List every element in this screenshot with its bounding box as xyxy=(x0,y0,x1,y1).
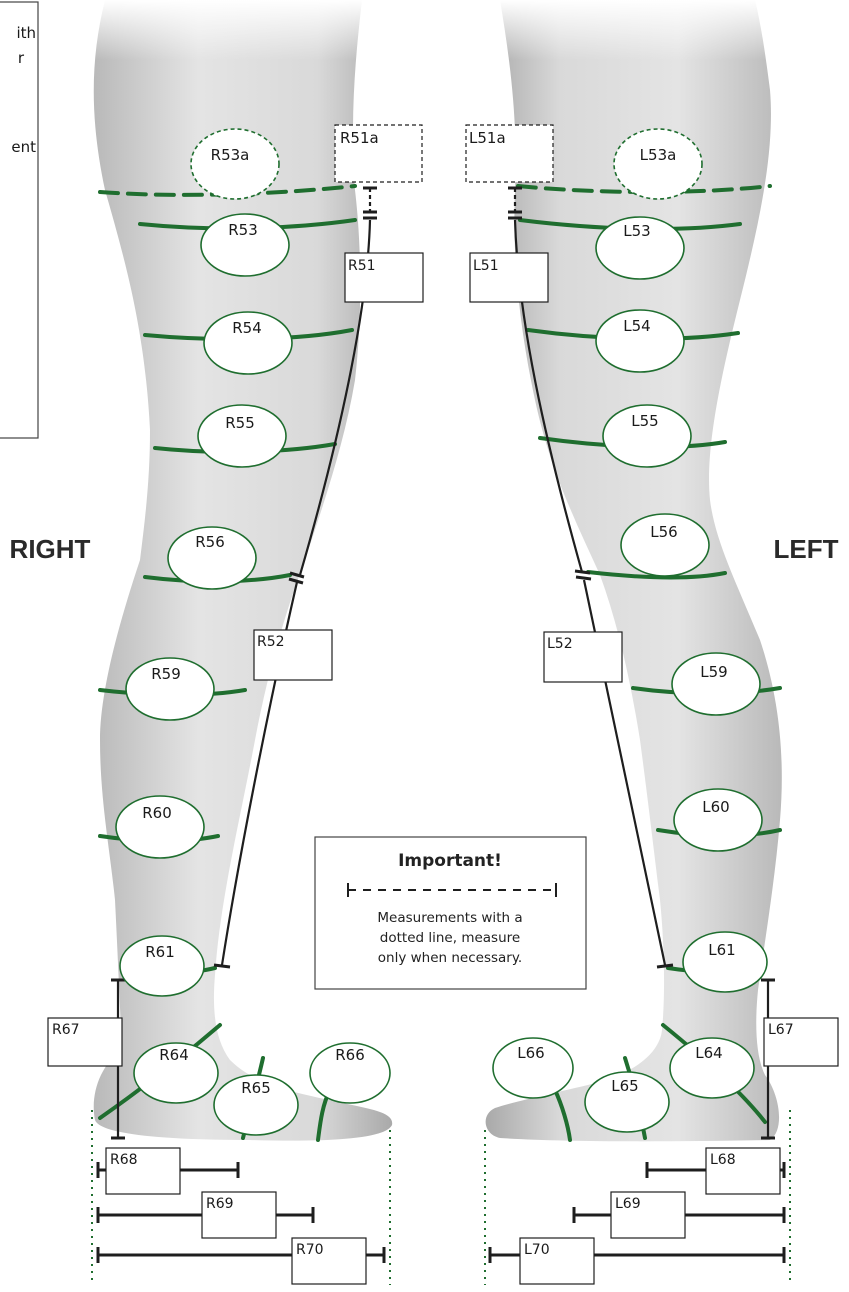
r55-label: R55 xyxy=(225,414,255,432)
r65-label: R65 xyxy=(241,1079,271,1097)
r56-label: R56 xyxy=(195,533,225,551)
important-line-3: only when necessary. xyxy=(378,950,522,966)
left-side-label: LEFT xyxy=(774,534,839,564)
l67-label: L67 xyxy=(768,1022,794,1038)
l53-label: L53 xyxy=(623,222,650,240)
l60-label: L60 xyxy=(702,798,729,816)
l61-label: L61 xyxy=(708,941,735,959)
corner-note-line-2: r xyxy=(18,49,25,67)
l56-label: L56 xyxy=(650,523,677,541)
right-side-label: RIGHT xyxy=(10,534,91,564)
r51-label: R51 xyxy=(348,258,376,274)
r51a-label: R51a xyxy=(340,129,379,147)
important-line-1: Measurements with a xyxy=(377,910,522,926)
l64-label: L64 xyxy=(695,1044,722,1062)
r54-label: R54 xyxy=(232,319,262,337)
r53a-oval[interactable] xyxy=(191,129,279,199)
important-title: Important! xyxy=(398,851,502,871)
r59-label: R59 xyxy=(151,665,181,683)
r60-label: R60 xyxy=(142,804,172,822)
r52-label: R52 xyxy=(257,634,285,650)
l53a-label: L53a xyxy=(640,146,677,164)
l52-label: L52 xyxy=(547,636,573,652)
l55-label: L55 xyxy=(631,412,658,430)
r69-label: R69 xyxy=(206,1196,234,1212)
l66-label: L66 xyxy=(517,1044,544,1062)
l54-label: L54 xyxy=(623,317,650,335)
corner-note-box: ith r ent xyxy=(0,2,38,438)
l53a-oval[interactable] xyxy=(614,129,702,199)
r66-label: R66 xyxy=(335,1046,365,1064)
corner-note-line-3: ent xyxy=(11,138,36,156)
l68-label: L68 xyxy=(710,1152,736,1168)
l59-label: L59 xyxy=(700,663,727,681)
r64-label: R64 xyxy=(159,1046,189,1064)
important-line-2: dotted line, measure xyxy=(380,930,520,946)
l51a-label: L51a xyxy=(469,129,506,147)
top-fade xyxy=(80,0,780,60)
r70-label: R70 xyxy=(296,1242,324,1258)
l69-label: L69 xyxy=(615,1196,641,1212)
r53a-label: R53a xyxy=(211,146,250,164)
r53-label: R53 xyxy=(228,221,258,239)
corner-note-line-1: ith xyxy=(16,24,36,42)
r68-label: R68 xyxy=(110,1152,138,1168)
l51-label: L51 xyxy=(473,258,499,274)
r61-label: R61 xyxy=(145,943,175,961)
l65-label: L65 xyxy=(611,1077,638,1095)
l70-label: L70 xyxy=(524,1242,550,1258)
r67-label: R67 xyxy=(52,1022,80,1038)
important-note: Important! Measurements with a dotted li… xyxy=(315,837,586,989)
